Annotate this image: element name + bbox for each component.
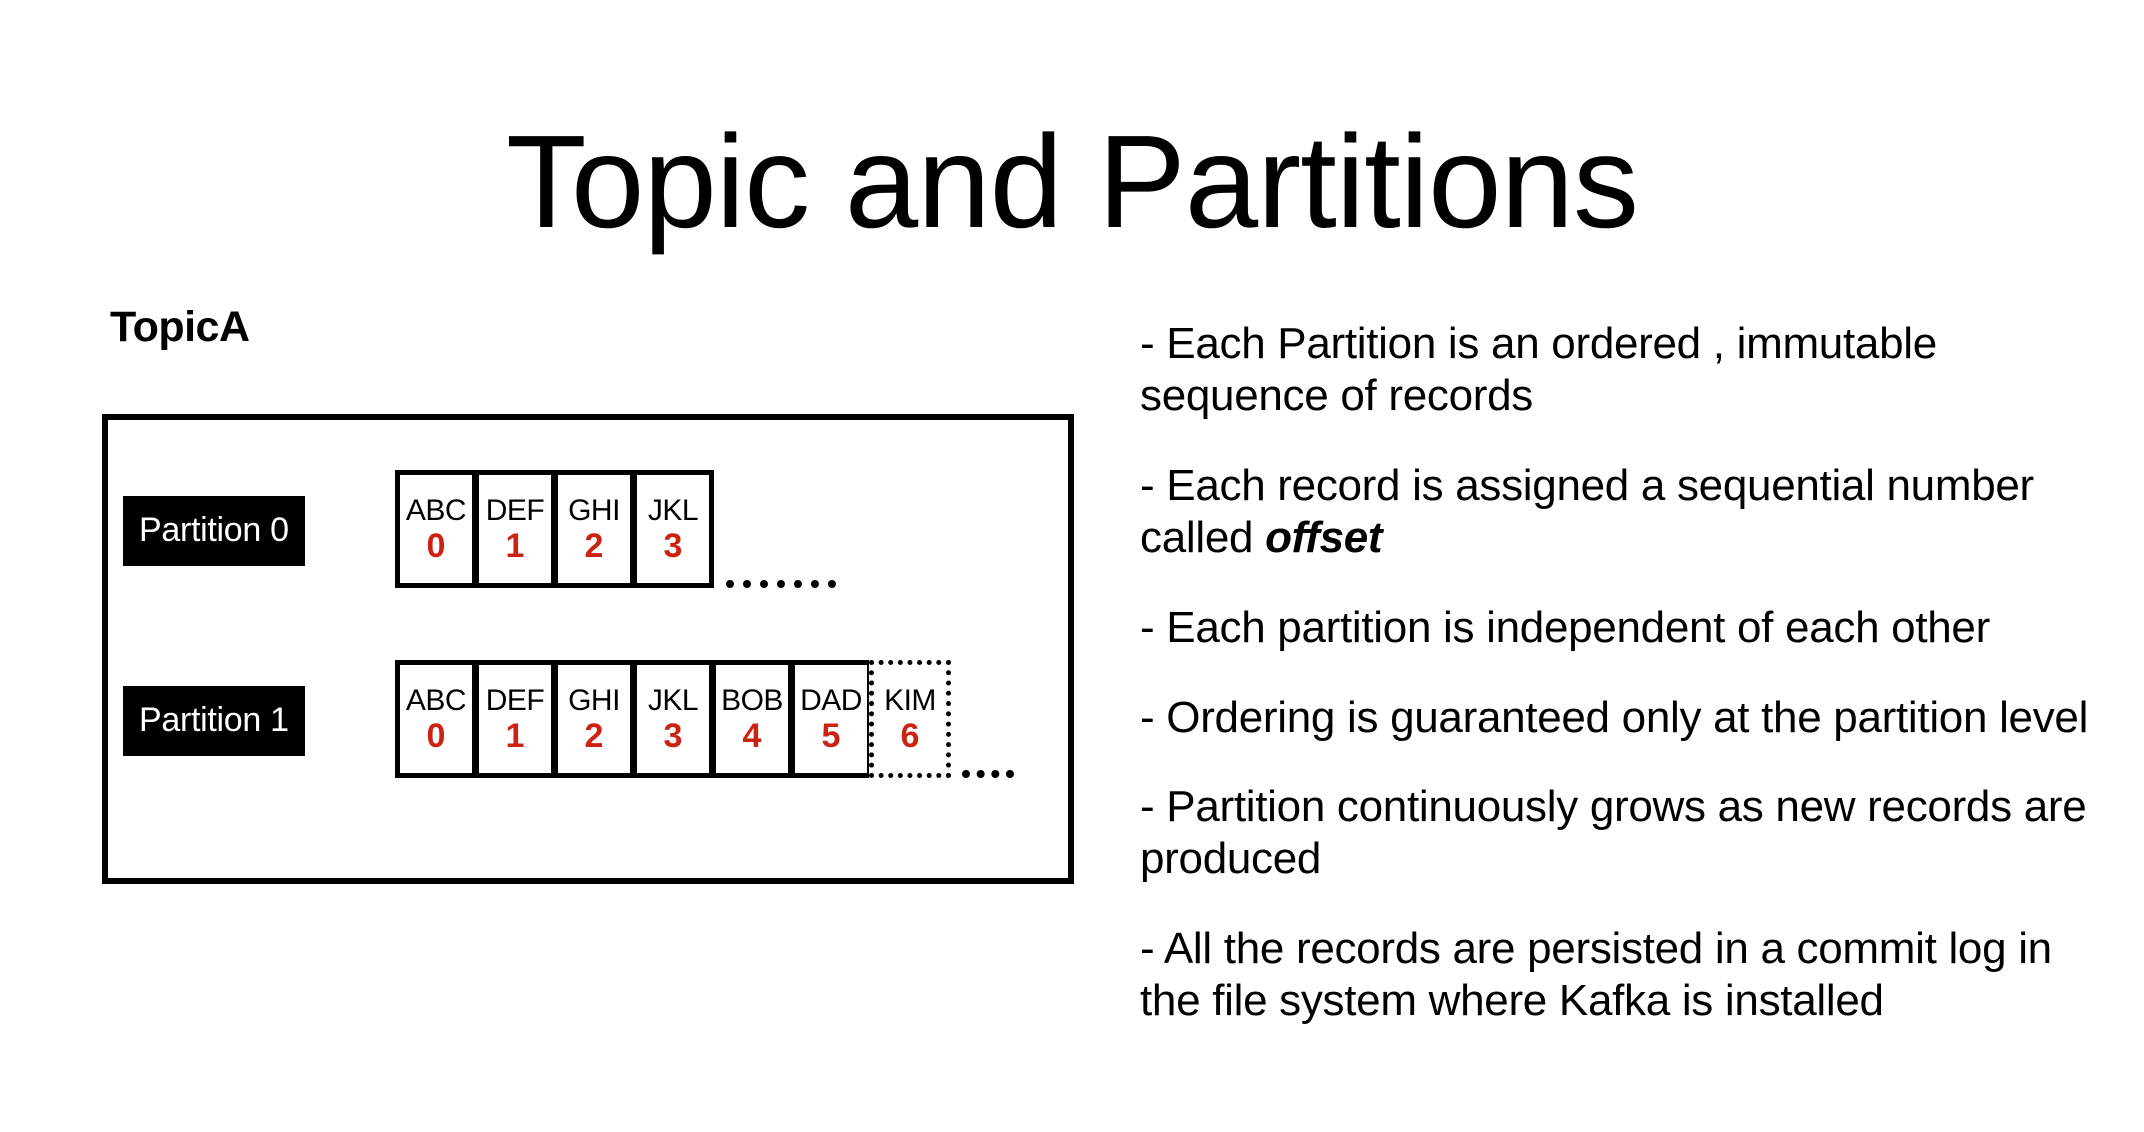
bullet-item: - Each Partition is an ordered , immutab… [1140, 318, 2106, 422]
record-offset: 5 [821, 716, 841, 755]
topic-partitions-diagram: TopicA Partition 0 ABC 0 DEF 1 GHI 2 [0, 303, 1100, 884]
record-cell[interactable]: BOB 4 [711, 660, 793, 778]
record-cell[interactable]: DEF 1 [474, 470, 556, 588]
record-cell[interactable]: GHI 2 [553, 470, 635, 588]
record-offset: 1 [505, 526, 525, 565]
record-cell[interactable]: JKL 3 [632, 660, 714, 778]
record-offset: 2 [584, 716, 604, 755]
bullet-emphasis: offset [1265, 512, 1383, 562]
topic-container-box [102, 414, 1074, 884]
record-offset: 0 [426, 526, 446, 565]
record-key: GHI [568, 494, 620, 528]
bullet-item: - Ordering is guaranteed only at the par… [1140, 692, 2106, 744]
record-key: JKL [647, 684, 699, 718]
record-strip-partition-0: ABC 0 DEF 1 GHI 2 JKL 3 [395, 470, 714, 600]
record-key: GHI [568, 684, 620, 718]
record-cell[interactable]: DEF 1 [474, 660, 556, 778]
topic-name-label: TopicA [110, 303, 250, 351]
record-offset: 2 [584, 526, 604, 565]
record-offset: 4 [742, 716, 762, 755]
partition-badge-1[interactable]: Partition 1 [123, 686, 305, 756]
bullet-list: - Each Partition is an ordered , immutab… [1140, 318, 2106, 1027]
record-key: ABC [405, 684, 467, 718]
record-cell[interactable]: GHI 2 [553, 660, 635, 778]
bullet-text: - Each partition is independent of each … [1140, 602, 1990, 652]
record-offset: 3 [663, 716, 683, 755]
record-key: ABC [405, 494, 467, 528]
partition-row: Partition 0 ABC 0 DEF 1 GHI 2 JKL 3 [0, 470, 1100, 600]
partition-badge-0[interactable]: Partition 0 [123, 496, 305, 566]
record-key: DEF [485, 494, 545, 528]
record-cell[interactable]: ABC 0 [395, 470, 477, 588]
bullet-item: - Each record is assigned a sequential n… [1140, 460, 2106, 564]
bullet-item: - Each partition is independent of each … [1140, 602, 2106, 654]
record-cell-pending[interactable]: KIM 6 [869, 660, 951, 778]
partition-row: Partition 1 ABC 0 DEF 1 GHI 2 JKL 3 [0, 660, 1100, 790]
bullet-text: - All the records are persisted in a com… [1140, 924, 2052, 1026]
record-offset: 1 [505, 716, 525, 755]
record-cell[interactable]: ABC 0 [395, 660, 477, 778]
record-strip-partition-1: ABC 0 DEF 1 GHI 2 JKL 3 BOB 4 [395, 660, 951, 790]
record-key: KIM [884, 684, 936, 718]
page-title: Topic and Partitions [506, 108, 1639, 256]
record-key: JKL [647, 494, 699, 528]
record-key: DEF [485, 684, 545, 718]
bullet-text: - Partition continuously grows as new re… [1140, 782, 2087, 884]
record-offset: 0 [426, 716, 446, 755]
bullet-item: - All the records are persisted in a com… [1140, 923, 2106, 1027]
bullet-text: - Each Partition is an ordered , immutab… [1140, 319, 1937, 420]
record-key: BOB [721, 684, 783, 718]
bullet-item: - Partition continuously grows as new re… [1140, 781, 2106, 885]
record-offset: 6 [900, 716, 920, 755]
bullet-text: - Ordering is guaranteed only at the par… [1140, 692, 2089, 742]
bullet-text: - Each record is assigned a sequential n… [1140, 460, 2034, 562]
continuation-dots-icon [962, 770, 1014, 778]
record-offset: 3 [663, 526, 683, 565]
record-cell[interactable]: DAD 5 [790, 660, 872, 778]
record-key: DAD [800, 684, 862, 718]
record-cell[interactable]: JKL 3 [632, 470, 714, 588]
continuation-dots-icon [726, 580, 836, 588]
